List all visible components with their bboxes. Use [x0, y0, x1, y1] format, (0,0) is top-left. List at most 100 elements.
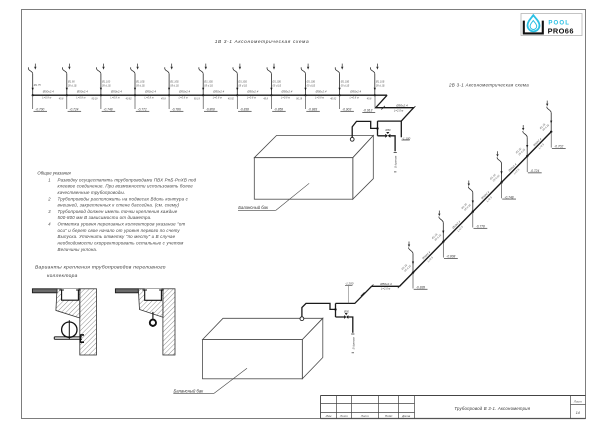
svg-text:-0.702: -0.702: [554, 145, 563, 149]
svg-text:PRO66: PRO66: [548, 26, 574, 35]
svg-text:05 d.1Б: 05 d.1Б: [542, 123, 550, 131]
svg-text:05 d.1Б: 05 d.1Б: [68, 84, 77, 87]
svg-text:Балансный бак: Балансный бак: [174, 388, 205, 393]
svg-text:1: 1: [48, 177, 50, 182]
svg-text:Ø50х2.4: Ø50х2.4: [450, 219, 461, 230]
svg-text:4: 4: [48, 222, 51, 227]
svg-text:L=2.5: L=2.5: [456, 225, 464, 233]
svg-text:05 d.1Б: 05 d.1Б: [238, 84, 247, 87]
svg-text:L=2.5: L=2.5: [426, 255, 434, 263]
svg-text:L=2.0 м: L=2.0 м: [394, 108, 404, 112]
svg-text:-0.903: -0.903: [342, 108, 351, 112]
svg-text:Разводку осуществлять трубопро: Разводку осуществлять трубопроводами ПВХ…: [58, 177, 197, 182]
svg-text:Ø50х2.4: Ø50х2.4: [395, 103, 408, 107]
svg-text:-0.808: -0.808: [206, 108, 215, 112]
svg-text:Балансный бак: Балансный бак: [238, 205, 269, 210]
svg-text:Ø50х2.4: Ø50х2.4: [479, 190, 490, 201]
svg-text:Ø1.10Б: Ø1.10Б: [237, 81, 247, 84]
svg-text:В дренаж: В дренаж: [351, 336, 355, 349]
svg-text:05 d.1Б: 05 d.1Б: [464, 203, 472, 211]
svg-text:90.19: 90.19: [296, 98, 303, 101]
svg-text:Ø50х2.4: Ø50х2.4: [178, 90, 190, 94]
svg-text:05 d.1Б: 05 d.1Б: [102, 84, 111, 87]
svg-text:Лист: Лист: [573, 400, 582, 404]
svg-text:3: 3: [48, 209, 51, 214]
svg-text:L=2.5: L=2.5: [513, 167, 521, 175]
svg-text:Ø1.10Б: Ø1.10Б: [203, 81, 213, 84]
svg-text:Ø50х2.4: Ø50х2.4: [507, 162, 518, 173]
svg-text:Ø50: Ø50: [343, 310, 349, 314]
svg-text:Ø1.1Б: Ø1.1Б: [489, 173, 497, 181]
svg-text:40.92: 40.92: [228, 98, 235, 101]
svg-text:Ø1.10Б: Ø1.10Б: [169, 81, 179, 84]
svg-text:Величины уклона.: Величины уклона.: [58, 247, 98, 252]
svg-text:40.92: 40.92: [126, 98, 133, 101]
svg-text:-0.724: -0.724: [530, 169, 539, 173]
svg-text:Ø1.1Б: Ø1.1Б: [400, 263, 408, 271]
svg-text:05 d.1Б: 05 d.1Б: [434, 233, 442, 241]
svg-text:05 d.1Б: 05 d.1Б: [170, 84, 179, 87]
svg-text:40.92: 40.92: [330, 98, 337, 101]
svg-text:Ø50х2.4: Ø50х2.4: [315, 90, 327, 94]
svg-text:Ø1.10Б: Ø1.10Б: [340, 81, 350, 84]
svg-text:Трубопроводы расположить на по: Трубопроводы расположить на подвесах Вдо…: [58, 196, 189, 201]
svg-text:L=0.8 м: L=0.8 м: [145, 95, 154, 99]
svg-text:500-800 мм В зависимости от ди: 500-800 мм В зависимости от диаметра.: [58, 215, 152, 220]
svg-text:клеевое соединение. При возмо: клеевое соединение. При возможности испо…: [58, 184, 194, 189]
svg-text:-0.724: -0.724: [69, 108, 78, 112]
svg-text:L=0.8 м: L=0.8 м: [179, 95, 188, 99]
svg-text:необходимости скорректировать: необходимости скорректировать остальные …: [58, 241, 184, 246]
svg-text:05 d.1Б: 05 d.1Б: [341, 84, 350, 87]
svg-text:05 d.1Б: 05 d.1Б: [492, 174, 500, 182]
svg-text:-0.772: -0.772: [138, 108, 147, 112]
svg-text:Ø1.10Б: Ø1.10Б: [306, 81, 316, 84]
svg-text:Ø1.100: Ø1.100: [101, 81, 111, 84]
svg-text:L=0.8 м: L=0.8 м: [76, 95, 85, 99]
svg-text:-0.778: -0.778: [476, 225, 485, 229]
svg-text:Ø1.10Б: Ø1.10Б: [375, 81, 385, 84]
svg-text:Ø50х2.4: Ø50х2.4: [280, 90, 292, 94]
svg-text:Выпуска. Уточнить отметку ": Выпуска. Уточнить отметку "по месту" и В…: [58, 234, 176, 239]
svg-text:-0.786: -0.786: [172, 108, 181, 112]
svg-text:-0.913: -0.913: [363, 109, 373, 113]
svg-text:Ø50х2.4: Ø50х2.4: [110, 90, 122, 94]
svg-text:2В 3-1 Аксонометрическая схем: 2В 3-1 Аксонометрическая схема: [448, 82, 529, 87]
svg-text:1В 3-1 Аксонометрическая схем: 1В 3-1 Аксонометрическая схема: [215, 39, 310, 45]
svg-text:05 d.1Б: 05 d.1Б: [376, 84, 385, 87]
svg-text:-0.700: -0.700: [35, 108, 44, 112]
svg-text:Ø1.10Б: Ø1.10Б: [135, 81, 145, 84]
svg-text:коллектора: коллектора: [47, 274, 78, 279]
svg-text:Ø50х2.4: Ø50х2.4: [532, 137, 543, 148]
svg-text:-0.858: -0.858: [274, 108, 283, 112]
svg-text:-0.748: -0.748: [505, 195, 514, 199]
svg-text:В дренаж: В дренаж: [394, 155, 398, 168]
svg-text:Подп: Подп: [385, 414, 393, 418]
svg-text:Ø50х2.4: Ø50х2.4: [76, 90, 88, 94]
svg-text:Ø50х2.4: Ø50х2.4: [144, 90, 156, 94]
svg-text:-0.838: -0.838: [240, 108, 249, 112]
svg-text:45.8: 45.8: [161, 98, 166, 101]
svg-text:-0.748: -0.748: [104, 108, 113, 112]
svg-text:Ø50: Ø50: [385, 128, 391, 132]
svg-text:L=0.8 м: L=0.8 м: [213, 95, 222, 99]
svg-text:L=0.8 м: L=0.8 м: [110, 95, 119, 99]
svg-text:90.19: 90.19: [92, 98, 99, 101]
svg-text:Дата: Дата: [401, 414, 410, 418]
svg-text:Лист: Лист: [339, 414, 348, 418]
svg-text:Ø50х2.4: Ø50х2.4: [212, 90, 224, 94]
svg-text:L=0.8 м: L=0.8 м: [42, 95, 51, 99]
svg-text:Ø50х2.4: Ø50х2.4: [246, 90, 258, 94]
svg-text:Ø50х2.4: Ø50х2.4: [420, 250, 431, 261]
svg-text:L=2.5: L=2.5: [537, 142, 545, 150]
svg-text:Ø50х2.4: Ø50х2.4: [349, 90, 361, 94]
svg-text:Отметка уровня переливных колл: Отметка уровня переливных коллекторов ук…: [58, 222, 186, 227]
svg-text:90.19: 90.19: [194, 98, 201, 101]
svg-text:Варианты крепления трубопровод: Варианты крепления трубопроводов перелив…: [35, 265, 166, 271]
svg-text:L=0.8 м: L=0.8 м: [281, 95, 290, 99]
svg-text:Ø1.1Б: Ø1.1Б: [460, 202, 468, 210]
svg-text:45.8: 45.8: [263, 98, 268, 101]
svg-text:Ø1.75: Ø1.75: [33, 84, 41, 87]
svg-text:Ø1.1Б: Ø1.1Б: [514, 147, 522, 155]
svg-text:Ø50х2.4: Ø50х2.4: [42, 90, 54, 94]
svg-text:Трубопровод В 3-1. Аксонометр: Трубопровод В 3-1. Аксонометрия: [454, 406, 530, 411]
